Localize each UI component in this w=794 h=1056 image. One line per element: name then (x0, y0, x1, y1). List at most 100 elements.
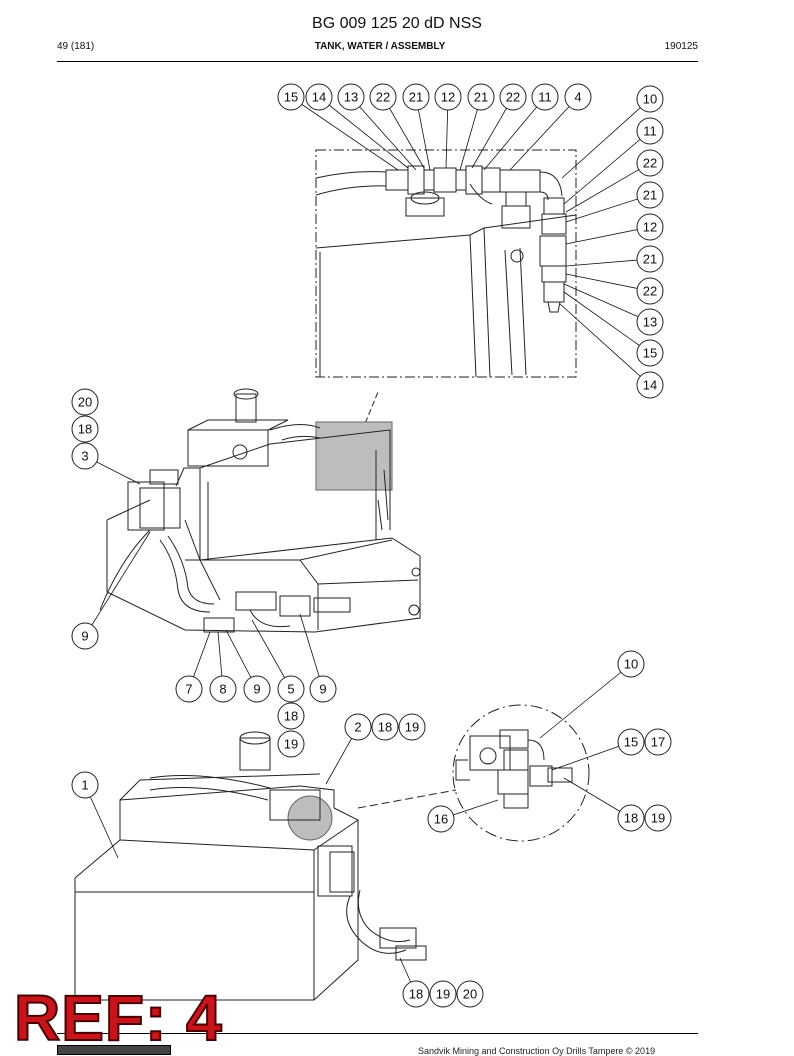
svg-text:10: 10 (643, 92, 657, 107)
callout: 3 (71, 442, 99, 470)
svg-text:19: 19 (284, 737, 298, 752)
callout: 10 (636, 85, 664, 113)
svg-text:18: 18 (378, 720, 392, 735)
callout: 7 (175, 675, 203, 703)
svg-text:16: 16 (434, 812, 448, 827)
svg-text:7: 7 (185, 682, 192, 697)
callout-lower-groups: 2 18 19 1 10 15 17 16 18 19 18 19 20 (71, 650, 672, 1008)
callout: 19 (277, 730, 305, 758)
callout: 4 (564, 83, 592, 111)
footer-copyright: Sandvik Mining and Construction Oy Drill… (418, 1046, 656, 1056)
callout-right-column: 10 11 22 21 12 21 22 13 15 14 (636, 85, 664, 399)
svg-text:22: 22 (643, 284, 657, 299)
svg-text:11: 11 (643, 124, 657, 139)
svg-text:15: 15 (624, 735, 638, 750)
callout: 20 (456, 980, 484, 1008)
svg-text:11: 11 (538, 90, 552, 105)
callout-bottom-row: 7 8 9 5 9 18 19 (175, 675, 337, 758)
callout: 15 (636, 339, 664, 367)
callout: 13 (636, 308, 664, 336)
ref-badge: REF: 4 (13, 982, 223, 1054)
callout-top-row: 15 14 13 22 21 12 21 22 11 4 (277, 83, 592, 111)
svg-text:18: 18 (624, 811, 638, 826)
callout: 5 (277, 675, 305, 703)
svg-text:14: 14 (643, 378, 657, 393)
callout: 18 (71, 415, 99, 443)
svg-text:19: 19 (405, 720, 419, 735)
section-title: TANK, WATER / ASSEMBLY (314, 41, 446, 52)
callout: 19 (644, 804, 672, 832)
callout: 12 (636, 213, 664, 241)
svg-text:20: 20 (463, 987, 477, 1002)
callout: 19 (429, 980, 457, 1008)
svg-text:21: 21 (474, 90, 488, 105)
svg-text:15: 15 (284, 90, 298, 105)
callout: 21 (636, 181, 664, 209)
callout: 20 (71, 388, 99, 416)
callout: 22 (499, 83, 527, 111)
svg-text:12: 12 (643, 220, 657, 235)
page-number: 49 (181) (57, 41, 95, 52)
svg-text:9: 9 (81, 629, 88, 644)
svg-text:10: 10 (624, 657, 638, 672)
svg-text:18: 18 (78, 422, 92, 437)
svg-text:3: 3 (81, 449, 88, 464)
callout: 1 (71, 771, 99, 799)
callout: 9 (71, 622, 99, 650)
svg-text:8: 8 (219, 682, 226, 697)
callout: 14 (636, 371, 664, 399)
callout: 11 (636, 117, 664, 145)
callout: 8 (209, 675, 237, 703)
svg-text:19: 19 (436, 987, 450, 1002)
svg-text:1: 1 (81, 778, 88, 793)
callout: 18 (402, 980, 430, 1008)
callout: 18 (371, 713, 399, 741)
callout: 9 (243, 675, 271, 703)
svg-text:18: 18 (284, 709, 298, 724)
svg-text:12: 12 (441, 90, 455, 105)
callout: 19 (398, 713, 426, 741)
callout: 14 (305, 83, 333, 111)
svg-text:13: 13 (643, 315, 657, 330)
callout: 21 (467, 83, 495, 111)
callout: 15 (617, 728, 645, 756)
svg-text:17: 17 (651, 735, 665, 750)
svg-text:22: 22 (506, 90, 520, 105)
svg-text:19: 19 (651, 811, 665, 826)
svg-text:9: 9 (319, 682, 326, 697)
footer-divider (57, 1033, 698, 1034)
callout: 15 (277, 83, 305, 111)
callout: 9 (309, 675, 337, 703)
callout: 13 (337, 83, 365, 111)
callout: 22 (636, 277, 664, 305)
svg-text:4: 4 (574, 90, 581, 105)
callout: 10 (617, 650, 645, 678)
svg-text:9: 9 (253, 682, 260, 697)
svg-text:15: 15 (643, 346, 657, 361)
callout: 21 (402, 83, 430, 111)
svg-text:22: 22 (376, 90, 390, 105)
callout-left-stack: 20 18 3 9 (71, 388, 99, 650)
svg-text:13: 13 (344, 90, 358, 105)
document-title: BG 009 125 20 dD NSS (312, 15, 482, 32)
svg-text:5: 5 (287, 682, 294, 697)
svg-text:18: 18 (409, 987, 423, 1002)
svg-text:2: 2 (354, 720, 361, 735)
svg-text:20: 20 (78, 395, 92, 410)
callout: 17 (644, 728, 672, 756)
callout: 18 (277, 702, 305, 730)
callout: 18 (617, 804, 645, 832)
callout: 12 (434, 83, 462, 111)
svg-text:14: 14 (312, 90, 326, 105)
callout: 2 (344, 713, 372, 741)
callout: 22 (369, 83, 397, 111)
callout: 22 (636, 149, 664, 177)
callout: 21 (636, 245, 664, 273)
svg-text:22: 22 (643, 156, 657, 171)
callout: 16 (427, 805, 455, 833)
document-date: 190125 (664, 41, 698, 52)
svg-text:21: 21 (643, 188, 657, 203)
callout: 11 (531, 83, 559, 111)
header-divider (57, 61, 698, 62)
